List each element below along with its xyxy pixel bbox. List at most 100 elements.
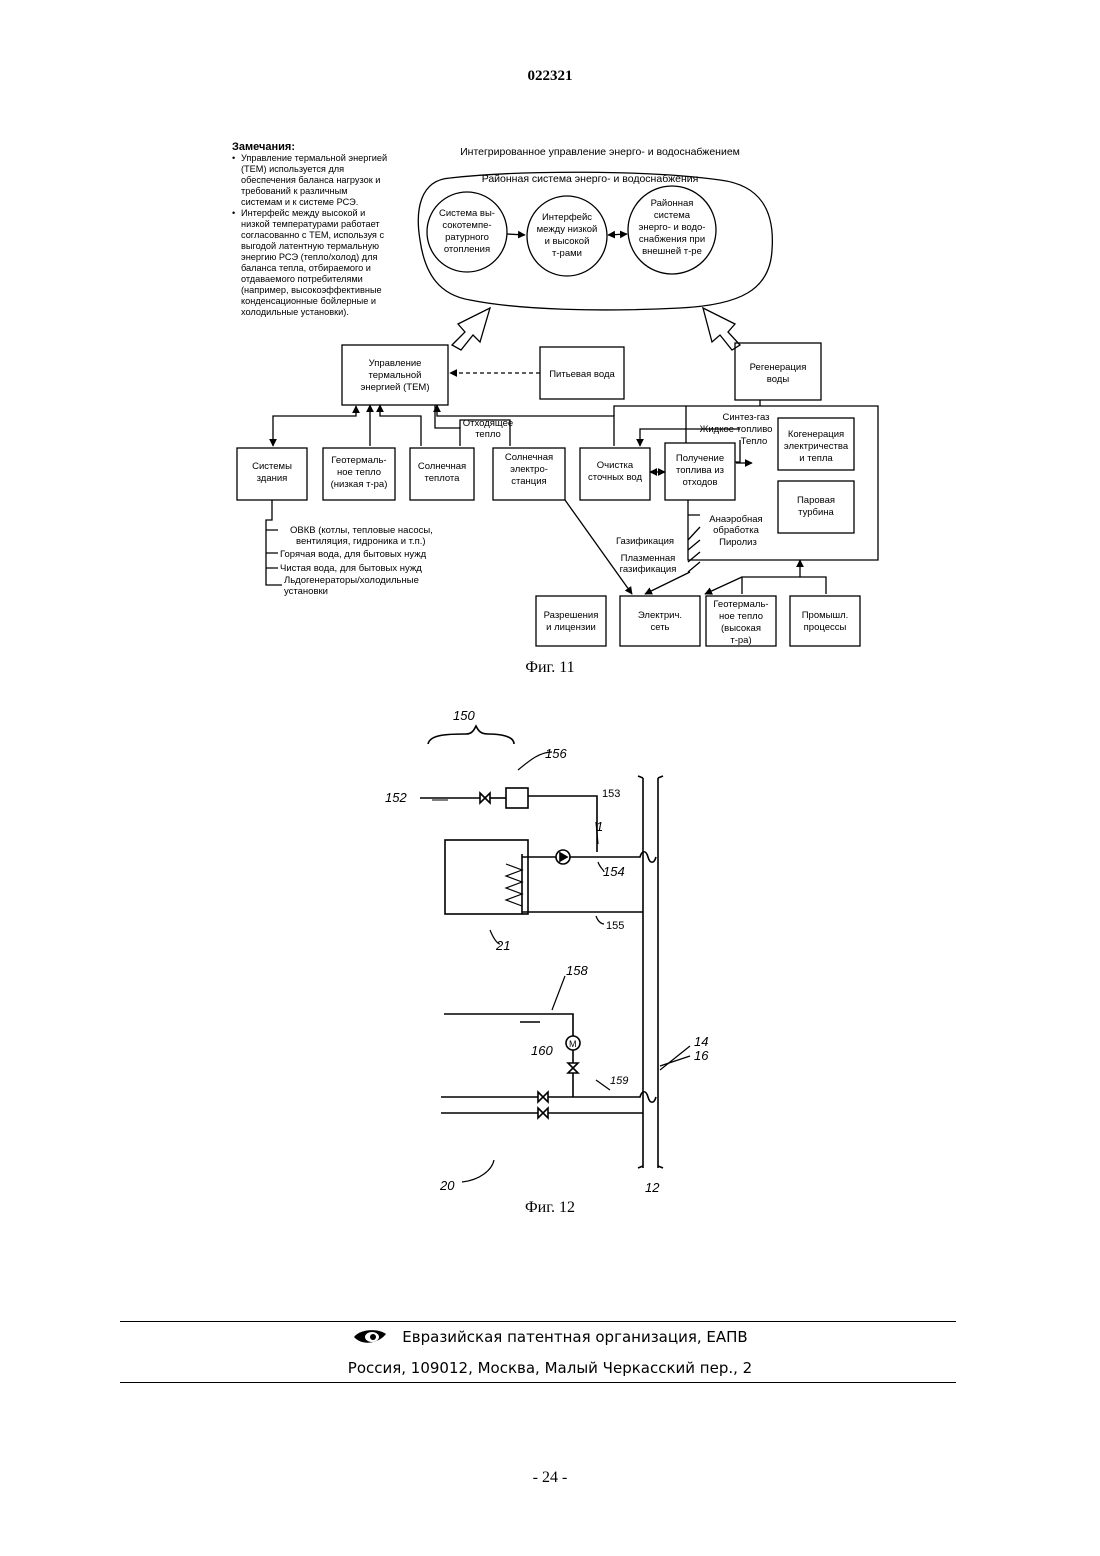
footer-org: Евразийская патентная организация, ЕАПВ: [402, 1328, 747, 1346]
page-number: - 24 -: [0, 1469, 1100, 1487]
svg-text:т-ра): т-ра): [730, 635, 751, 646]
svg-text:Регенерация: Регенерация: [750, 362, 807, 373]
district-title: Районная система энерго- и водоснабжения: [482, 173, 699, 185]
box-industrial: [790, 596, 860, 646]
svg-text:Синтез-газ: Синтез-газ: [722, 412, 769, 423]
svg-text:Разрешения: Разрешения: [544, 610, 599, 621]
svg-text:и тепла: и тепла: [799, 453, 833, 464]
footer-org-row: Евразийская патентная организация, ЕАПВ: [0, 1328, 1100, 1346]
svg-text:система: система: [654, 210, 691, 221]
svg-text:теплота: теплота: [425, 473, 461, 484]
footer-rule-top: [120, 1321, 956, 1322]
footer-rule-bottom: [120, 1382, 956, 1383]
svg-text:159: 159: [610, 1075, 628, 1087]
svg-text:здания: здания: [257, 473, 288, 484]
svg-text:т-рами: т-рами: [552, 248, 582, 259]
svg-text:Паровая: Паровая: [797, 495, 835, 506]
svg-text:и высокой: и высокой: [545, 236, 590, 247]
svg-text:M: M: [569, 1039, 577, 1049]
svg-text:Очистка: Очистка: [597, 460, 634, 471]
svg-text:14: 14: [694, 1034, 708, 1049]
fig12-caption: Фиг. 12: [0, 1199, 1100, 1217]
svg-text:топлива из: топлива из: [676, 465, 724, 476]
svg-text:ное тепло: ное тепло: [719, 611, 763, 622]
svg-text:153: 153: [602, 788, 620, 800]
svg-text:процессы: процессы: [804, 622, 847, 633]
svg-text:Чистая вода, для бытовых нужд: Чистая вода, для бытовых нужд: [280, 563, 422, 574]
svg-text:Когенерация: Когенерация: [788, 429, 844, 440]
svg-text:электро-: электро-: [510, 464, 548, 475]
svg-text:20: 20: [439, 1178, 455, 1193]
svg-text:сеть: сеть: [650, 622, 669, 633]
svg-text:внешней т-ре: внешней т-ре: [642, 246, 702, 257]
svg-text:156: 156: [545, 746, 567, 761]
svg-text:Солнечная: Солнечная: [418, 461, 466, 472]
eapo-logo-icon: [352, 1328, 388, 1346]
svg-text:Пиролиз: Пиролиз: [719, 537, 757, 548]
svg-text:снабжения при: снабжения при: [639, 234, 705, 245]
svg-text:(низкая т-ра): (низкая т-ра): [331, 479, 388, 490]
svg-text:сокотемпе-: сокотемпе-: [442, 220, 491, 231]
svg-text:21: 21: [495, 938, 510, 953]
svg-text:Жидкое топливо: Жидкое топливо: [700, 424, 773, 435]
svg-text:Солнечная: Солнечная: [505, 452, 553, 463]
svg-text:термальной: термальной: [369, 370, 422, 381]
svg-text:обработка: обработка: [713, 525, 760, 536]
svg-text:Отходящее: Отходящее: [463, 418, 513, 429]
svg-text:Получение: Получение: [676, 453, 724, 464]
svg-text:установки: установки: [284, 586, 328, 597]
svg-text:станция: станция: [511, 476, 546, 487]
circle-label: Система вы-: [439, 208, 495, 219]
svg-text:Интерфейс: Интерфейс: [542, 212, 592, 223]
footer-address: Россия, 109012, Москва, Малый Черкасский…: [0, 1359, 1100, 1377]
svg-text:1: 1: [596, 819, 603, 834]
box-grid: [620, 596, 700, 646]
svg-text:Газификация: Газификация: [616, 536, 674, 547]
svg-text:газификация: газификация: [620, 564, 677, 575]
svg-text:отходов: отходов: [682, 477, 717, 488]
svg-text:158: 158: [566, 963, 588, 978]
svg-text:ное тепло: ное тепло: [337, 467, 381, 478]
tank-21: [445, 840, 528, 914]
svg-text:ратурного: ратурного: [445, 232, 489, 243]
svg-text:Анаэробная: Анаэробная: [709, 514, 762, 525]
svg-text:Плазменная: Плазменная: [621, 553, 676, 564]
svg-text:энерго- и водо-: энерго- и водо-: [639, 222, 706, 233]
svg-text:150: 150: [453, 708, 475, 723]
svg-text:и лицензии: и лицензии: [546, 622, 596, 633]
svg-text:Горячая вода, для бытовых нужд: Горячая вода, для бытовых нужд: [280, 549, 427, 560]
svg-text:152: 152: [385, 790, 407, 805]
svg-text:турбина: турбина: [798, 507, 834, 518]
svg-text:Геотермаль-: Геотермаль-: [713, 599, 768, 610]
svg-text:(высокая: (высокая: [721, 623, 761, 634]
tem-label: Управление: [369, 358, 422, 369]
svg-text:16: 16: [694, 1048, 709, 1063]
box-permits: [536, 596, 606, 646]
svg-text:электричества: электричества: [784, 441, 849, 452]
svg-text:ОВКВ (котлы, тепловые насосы,: ОВКВ (котлы, тепловые насосы,: [290, 525, 433, 536]
svg-text:Тепло: Тепло: [741, 436, 768, 447]
svg-text:энергией (ТЕМ): энергией (ТЕМ): [360, 382, 429, 393]
svg-text:Промышл.: Промышл.: [802, 610, 849, 621]
svg-text:Геотермаль-: Геотермаль-: [331, 455, 386, 466]
svg-text:154: 154: [603, 864, 625, 879]
drinking-water-label: Питьевая вода: [549, 369, 615, 380]
svg-text:между низкой: между низкой: [537, 224, 598, 235]
svg-text:160: 160: [531, 1043, 553, 1058]
svg-text:тепло: тепло: [475, 429, 501, 440]
fig12-diagram: 150 152 156 153 1 154 155 21 158 160 M 1…: [0, 700, 1100, 1200]
top-title: Интегрированное управление энерго- и вод…: [460, 146, 740, 158]
svg-text:Районная: Районная: [651, 198, 694, 209]
svg-text:12: 12: [645, 1180, 660, 1195]
svg-text:сточных вод: сточных вод: [588, 472, 642, 483]
svg-text:воды: воды: [767, 374, 790, 385]
svg-text:вентиляция, гидроника и т.п.): вентиляция, гидроника и т.п.): [296, 536, 426, 547]
svg-text:155: 155: [606, 920, 624, 932]
big-arrow-left: [452, 308, 490, 350]
fig11-diagram: Интегрированное управление энерго- и вод…: [0, 0, 1100, 700]
fig11-caption: Фиг. 11: [0, 659, 1100, 677]
svg-text:Электрич.: Электрич.: [638, 610, 682, 621]
svg-text:Льдогенераторы/холодильные: Льдогенераторы/холодильные: [284, 575, 419, 586]
svg-text:отопления: отопления: [444, 244, 490, 255]
svg-text:Системы: Системы: [252, 461, 292, 472]
